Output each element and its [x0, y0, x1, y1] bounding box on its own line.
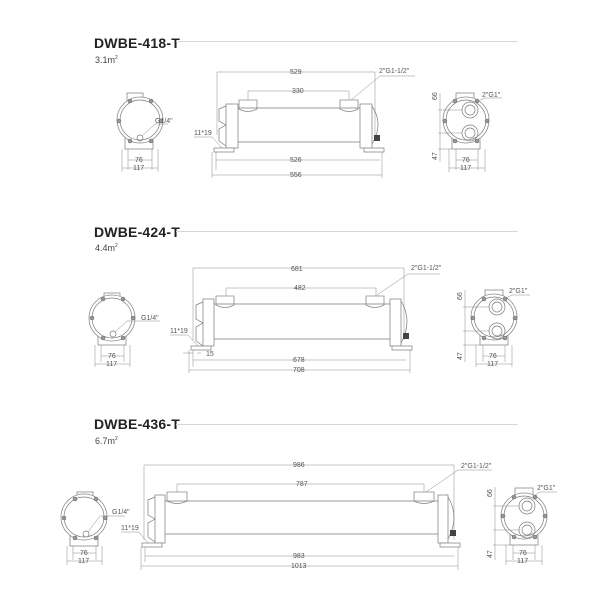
svg-text:G1/4": G1/4" — [141, 315, 159, 322]
svg-text:2"G1": 2"G1" — [537, 485, 556, 492]
model-area: 6.7m2 — [95, 436, 118, 446]
svg-text:11*19: 11*19 — [121, 525, 139, 532]
rear-end-view: 2"G1" 66 47 76 117 — [432, 92, 502, 172]
svg-text:76: 76 — [519, 550, 527, 557]
svg-text:986: 986 — [293, 462, 305, 469]
model-area: 3.1m2 — [95, 55, 118, 65]
model-title: DWBE-418-T — [94, 35, 181, 51]
svg-text:47: 47 — [487, 550, 494, 558]
svg-text:2"G1-1/2": 2"G1-1/2" — [379, 68, 410, 75]
svg-text:482: 482 — [294, 285, 306, 292]
svg-text:330: 330 — [292, 88, 304, 95]
front-end-view: G1/4" 76 117 — [88, 292, 160, 368]
svg-text:117: 117 — [460, 165, 471, 172]
side-view: 681 2"G1-1/2" 482 11*19 15 678 — [170, 265, 442, 374]
svg-text:556: 556 — [290, 172, 302, 179]
svg-text:678: 678 — [293, 357, 305, 364]
svg-text:66: 66 — [487, 489, 494, 497]
svg-text:66: 66 — [432, 92, 439, 100]
svg-text:708: 708 — [293, 367, 305, 374]
rear-end-view: 2"G1" 66 47 76 117 — [487, 485, 557, 565]
model-title: DWBE-436-T — [94, 416, 181, 432]
svg-text:2"G1-1/2": 2"G1-1/2" — [411, 265, 442, 272]
svg-text:117: 117 — [133, 165, 144, 172]
svg-text:1013: 1013 — [291, 563, 307, 570]
svg-text:76: 76 — [80, 550, 88, 557]
svg-text:2"G1": 2"G1" — [482, 92, 501, 99]
rear-end-view: 2"G1" 66 47 76 117 — [457, 288, 530, 368]
svg-text:11*19: 11*19 — [170, 328, 188, 335]
svg-text:526: 526 — [290, 157, 302, 164]
svg-text:76: 76 — [489, 353, 497, 360]
model-block-dwbe-424-t: DWBE-424-T 4.4m2 G1/4" 76 117 681 2"G1-1… — [88, 224, 530, 374]
side-view: 986 2"G1-1/2" 787 11*19 983 1013 — [121, 462, 492, 570]
front-end-view: G1/4" 76 117 — [116, 92, 173, 172]
svg-text:76: 76 — [135, 157, 143, 164]
title-rule — [176, 231, 518, 232]
drawing-dwbe-424-t: G1/4" 76 117 681 2"G1-1/2" 482 — [88, 265, 530, 374]
svg-text:117: 117 — [78, 558, 89, 565]
model-area: 4.4m2 — [95, 243, 118, 253]
model-block-dwbe-418-t: DWBE-418-T 3.1m2 G1/4" 76 117 529 — [0, 0, 600, 200]
title-rule — [176, 41, 518, 42]
svg-text:47: 47 — [457, 352, 464, 360]
svg-text:529: 529 — [290, 69, 302, 76]
svg-text:117: 117 — [487, 361, 498, 368]
svg-text:G1/4": G1/4" — [155, 118, 173, 125]
svg-text:76: 76 — [462, 157, 470, 164]
svg-text:787: 787 — [296, 481, 308, 488]
svg-text:76: 76 — [108, 353, 116, 360]
title-rule — [176, 424, 518, 425]
drawing-dwbe-418-t: G1/4" 76 117 529 2"G1-1/2" 330 — [116, 68, 502, 179]
svg-text:11*19: 11*19 — [194, 130, 212, 137]
svg-text:2"G1": 2"G1" — [509, 288, 528, 295]
svg-text:15: 15 — [206, 351, 214, 358]
svg-text:117: 117 — [106, 361, 117, 368]
svg-text:66: 66 — [457, 292, 464, 300]
front-end-view: G1/4" 76 117 — [60, 491, 130, 565]
model-title: DWBE-424-T — [94, 224, 181, 240]
side-view: 529 2"G1-1/2" 330 11*19 526 556 — [194, 68, 415, 179]
svg-text:681: 681 — [291, 266, 303, 273]
svg-text:2"G1-1/2": 2"G1-1/2" — [461, 463, 492, 470]
svg-text:47: 47 — [432, 152, 439, 160]
svg-text:983: 983 — [293, 553, 305, 560]
svg-text:117: 117 — [517, 558, 528, 565]
svg-text:G1/4": G1/4" — [112, 509, 130, 516]
